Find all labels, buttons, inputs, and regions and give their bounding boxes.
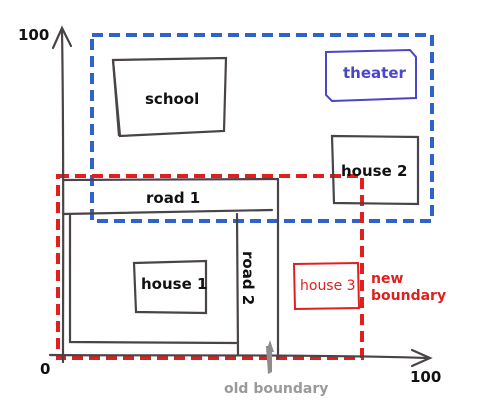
old-boundary-label: old boundary <box>224 381 328 397</box>
new-boundary-label-line1: new <box>371 271 403 287</box>
house-1-building <box>132 259 208 315</box>
x-axis-max-label: 100 <box>410 368 441 386</box>
y-axis-max-label: 100 <box>18 26 49 44</box>
origin-label: 0 <box>40 360 50 378</box>
y-axis <box>51 25 73 364</box>
theater-building <box>325 48 417 103</box>
house-2-label: house 2 <box>341 162 407 180</box>
old-boundary-arrow <box>266 340 274 374</box>
house-2-building <box>330 134 420 206</box>
road-1 <box>61 177 280 360</box>
house-3-label: house 3 <box>300 278 356 294</box>
road-2 <box>68 212 240 356</box>
school-label: school <box>145 90 199 108</box>
theater-label: theater <box>343 64 406 82</box>
theater-zone-boundary <box>90 33 434 223</box>
road-2-label: road 2 <box>239 251 257 305</box>
new-boundary-label-line2: boundary <box>371 288 446 304</box>
new-boundary-rect <box>56 174 364 360</box>
house-3-building <box>292 261 361 311</box>
school-building <box>111 56 228 138</box>
road-1-label: road 1 <box>146 189 200 207</box>
x-axis <box>48 348 433 368</box>
house-1-label: house 1 <box>141 275 207 293</box>
